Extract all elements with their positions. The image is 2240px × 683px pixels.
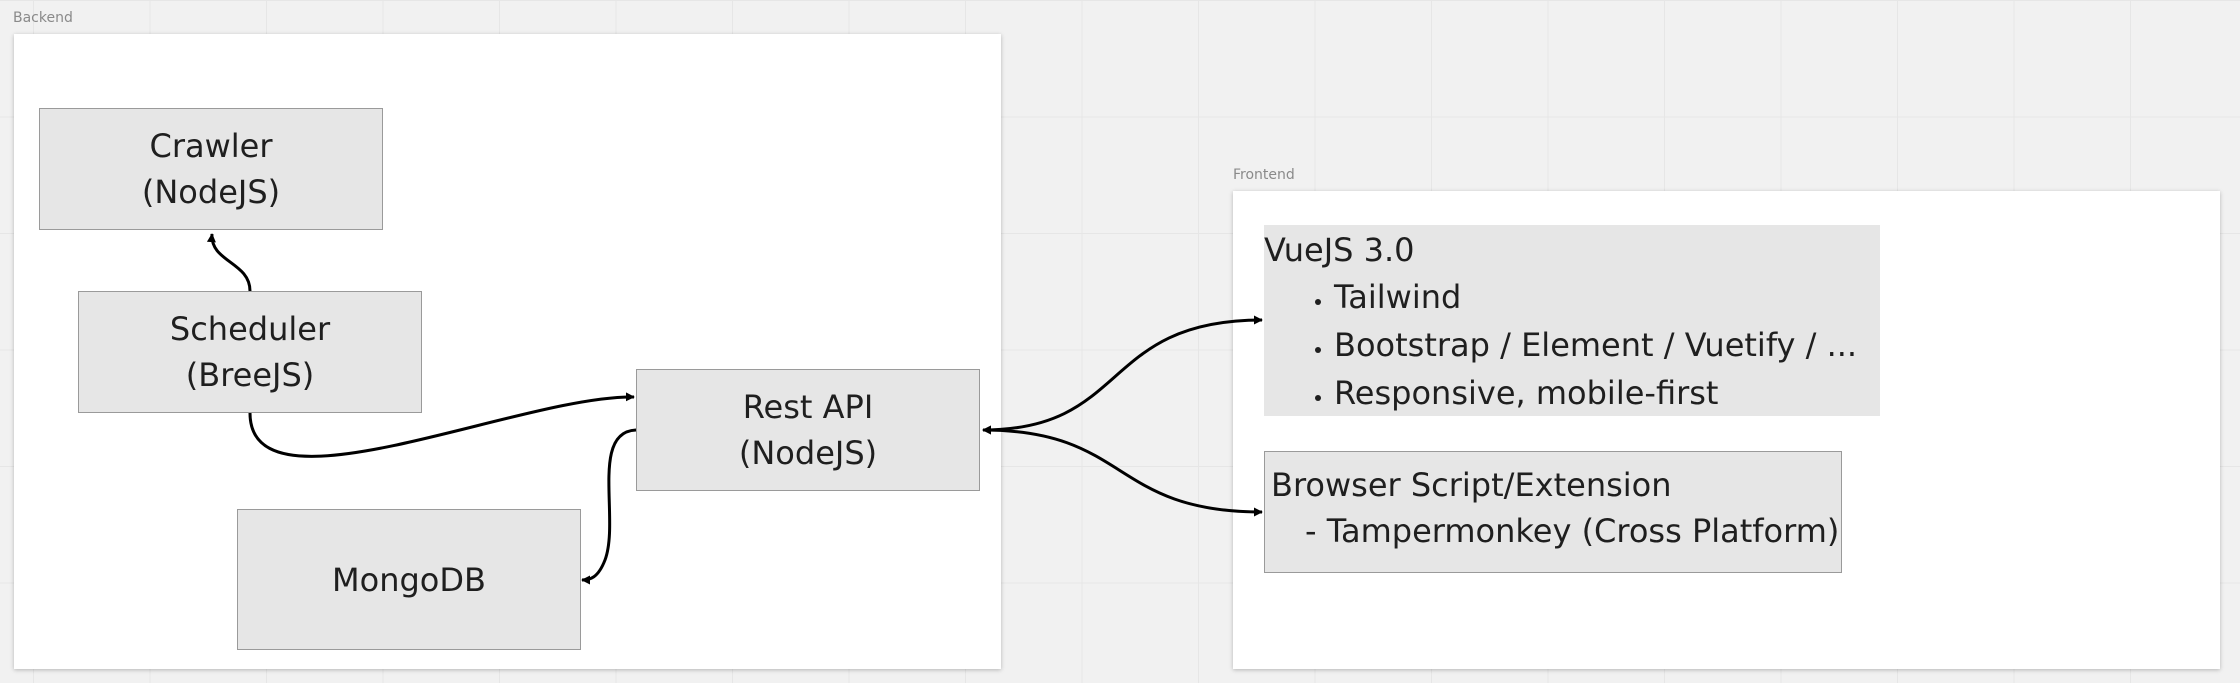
vuejs-bullet-list: Tailwind Bootstrap / Element / Vuetify /… (1264, 273, 1880, 417)
backend-frame-label: Backend (13, 10, 73, 26)
vuejs-bullet-item: Bootstrap / Element / Vuetify / ... (1334, 321, 1880, 369)
frontend-frame-label: Frontend (1233, 167, 1295, 183)
rest-api-node-title: Rest API (742, 388, 874, 426)
scheduler-node-subtitle: (BreeJS) (185, 356, 315, 394)
vuejs-node-title: VueJS 3.0 (1264, 231, 1415, 269)
browser-script-node-title: Browser Script/Extension (1271, 466, 1672, 504)
browser-script-node-subtitle: - Tampermonkey (Cross Platform) (1305, 512, 1840, 550)
browser-script-node[interactable]: Browser Script/Extension - Tampermonkey … (1264, 451, 1842, 573)
rest-api-node[interactable]: Rest API (NodeJS) (636, 369, 980, 491)
crawler-node[interactable]: Crawler (NodeJS) (39, 108, 383, 230)
crawler-node-title: Crawler (149, 127, 273, 165)
rest-api-node-subtitle: (NodeJS) (738, 434, 878, 472)
vuejs-bullet-item: Responsive, mobile-first (1334, 369, 1880, 417)
scheduler-node-title: Scheduler (169, 310, 331, 348)
vuejs-bullet-item: Tailwind (1334, 273, 1880, 321)
mongodb-node[interactable]: MongoDB (237, 509, 581, 650)
mongodb-node-title: MongoDB (332, 560, 486, 599)
crawler-node-subtitle: (NodeJS) (141, 173, 281, 211)
rest-api-to-vuejs-connector[interactable] (982, 315, 1263, 435)
scheduler-node[interactable]: Scheduler (BreeJS) (78, 291, 422, 413)
vuejs-node[interactable]: VueJS 3.0 Tailwind Bootstrap / Element /… (1264, 225, 1880, 416)
rest-api-to-browser-script-connector[interactable] (982, 425, 1263, 517)
